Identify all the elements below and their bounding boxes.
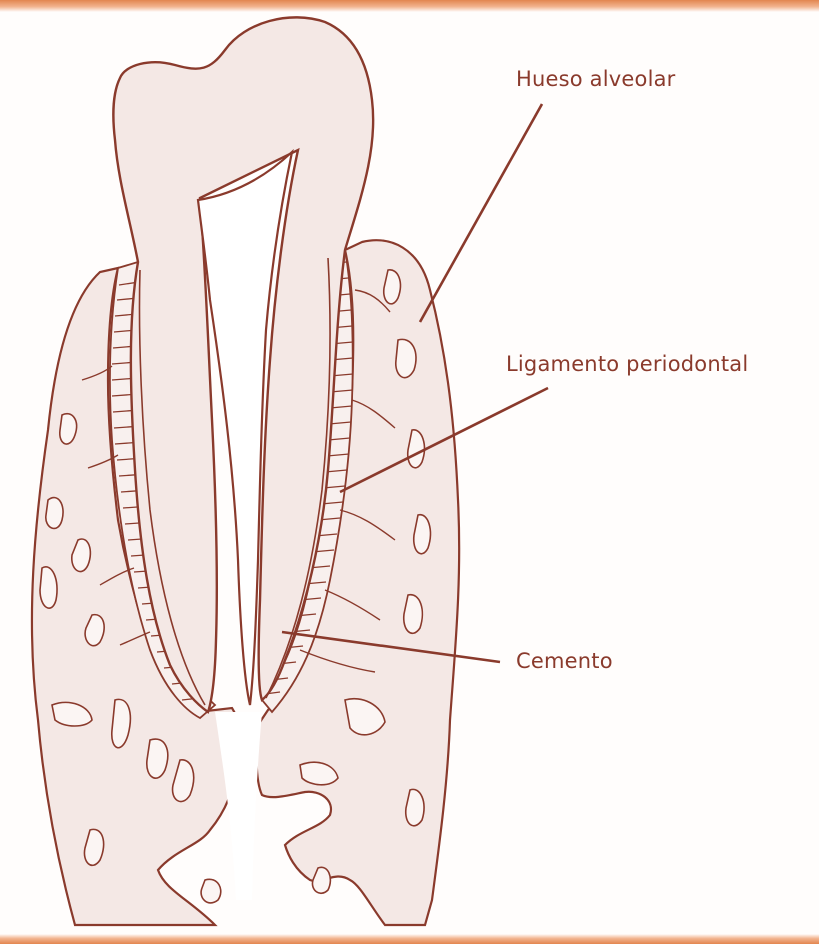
label-ligamento-periodontal: Ligamento periodontal	[506, 354, 748, 375]
bottom-accent-bar	[0, 934, 819, 944]
leader-line-hueso-alveolar	[420, 104, 542, 322]
label-cemento: Cemento	[516, 651, 613, 672]
label-hueso-alveolar: Hueso alveolar	[516, 69, 676, 90]
